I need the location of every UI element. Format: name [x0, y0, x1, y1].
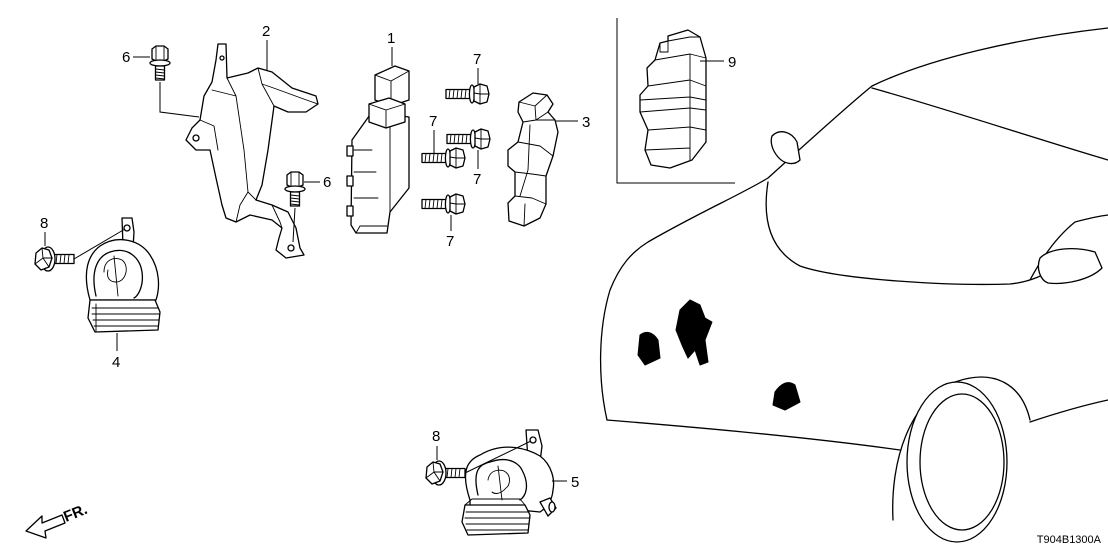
inset-frame — [616, 18, 735, 184]
install-line-8-bottom — [464, 440, 532, 474]
ecu-mount-tab — [346, 145, 354, 157]
part-8-bolt-left: 8 — [34, 215, 126, 272]
part-6-bolt-upper: 6 — [122, 45, 200, 118]
horn-grille — [461, 504, 531, 536]
installed-horn-left — [637, 331, 661, 366]
horn-front-disc — [93, 249, 144, 299]
bolt-icon — [149, 45, 171, 81]
ecu-connector-lower-edges — [368, 103, 406, 129]
part-1-control-unit: 1 — [346, 30, 410, 234]
callout-3: 3 — [582, 114, 590, 131]
callout-7-bottom: 7 — [446, 233, 454, 250]
bracket-hole-lower — [287, 244, 295, 252]
horn-body — [85, 238, 160, 301]
front-lower-edge — [606, 419, 901, 451]
front-tire — [906, 381, 1008, 543]
horn-nozzle-end — [548, 501, 556, 513]
windshield-lower-edge — [765, 181, 1061, 286]
body-side-line — [1029, 399, 1108, 423]
horn-mount-hole — [123, 224, 131, 232]
front-wheel-rim — [919, 393, 1005, 531]
callout-6-middle: 6 — [323, 174, 331, 191]
part-4-horn: 4 — [85, 217, 161, 371]
part-6-bolt-middle: 6 — [284, 171, 331, 243]
part-9-cover-outline — [639, 29, 707, 169]
bracket-hole-left — [192, 134, 200, 142]
part-8-bolt-bottom: 8 — [425, 428, 532, 486]
side-mirror-near — [1037, 247, 1103, 285]
callout-5: 5 — [571, 474, 579, 491]
callout-2: 2 — [262, 23, 270, 40]
callout-9: 9 — [728, 54, 736, 71]
part-7-bolts: 7 7 7 7 — [421, 51, 491, 250]
ecu-body — [350, 111, 410, 234]
bolt-icon — [421, 193, 466, 215]
horn-spiral — [103, 255, 127, 297]
callout-4: 4 — [112, 354, 120, 371]
ecu-mount-tab — [346, 175, 354, 187]
horn-grille-slats — [91, 303, 160, 332]
bolt-icon — [446, 128, 491, 150]
bolt-icon — [284, 171, 306, 207]
bracket-3-details — [514, 94, 556, 227]
horn-front-disc — [475, 458, 528, 501]
install-line-8-left — [73, 228, 126, 260]
part-3-bracket: 3 — [507, 92, 590, 227]
bracket-3-outline — [507, 92, 559, 227]
installed-horn-right — [772, 382, 801, 411]
part-9-cover-details — [639, 36, 707, 161]
bolt-icon — [425, 460, 466, 486]
part-9-inset: 9 — [616, 18, 736, 184]
ecu-edges — [353, 119, 391, 234]
bracket-fold-lines — [199, 67, 319, 229]
install-line-6-upper — [159, 82, 200, 118]
ecu-connector-lower — [368, 97, 406, 129]
callout-7-top: 7 — [473, 51, 481, 68]
callout-8-left: 8 — [40, 215, 48, 232]
part-5-horn: 5 — [461, 429, 579, 536]
installed-ecu-bracket — [675, 299, 713, 366]
callout-7-right: 7 — [473, 171, 481, 188]
side-mirror-far — [770, 131, 801, 165]
bracket-hole-top — [219, 55, 225, 61]
ecu-mount-tab — [346, 205, 354, 217]
direction-label: FR. — [61, 501, 90, 526]
callout-7-left: 7 — [429, 113, 437, 130]
callout-6-upper: 6 — [122, 49, 130, 66]
install-line-6-middle — [292, 207, 296, 243]
bolt-icon — [421, 147, 466, 169]
callout-1: 1 — [387, 30, 395, 47]
vehicle-silhouette — [599, 27, 1108, 421]
bracket-outline — [185, 43, 319, 259]
direction-arrow-icon — [25, 514, 66, 539]
bolt-icon — [445, 83, 490, 105]
bolt-icon — [34, 246, 75, 272]
windshield-top-edge — [871, 87, 1108, 161]
horn-spiral — [487, 465, 510, 501]
callout-8-bottom: 8 — [432, 428, 440, 445]
horn-grille — [87, 299, 161, 333]
front-direction-indicator: FR. — [25, 501, 90, 539]
vehicle-outline — [599, 27, 1108, 543]
horn-grille-slats — [464, 498, 531, 531]
figure-code: T904B1300A — [1037, 534, 1102, 546]
part-2-bracket: 2 — [185, 23, 319, 259]
horn-mount-hole — [529, 436, 537, 444]
